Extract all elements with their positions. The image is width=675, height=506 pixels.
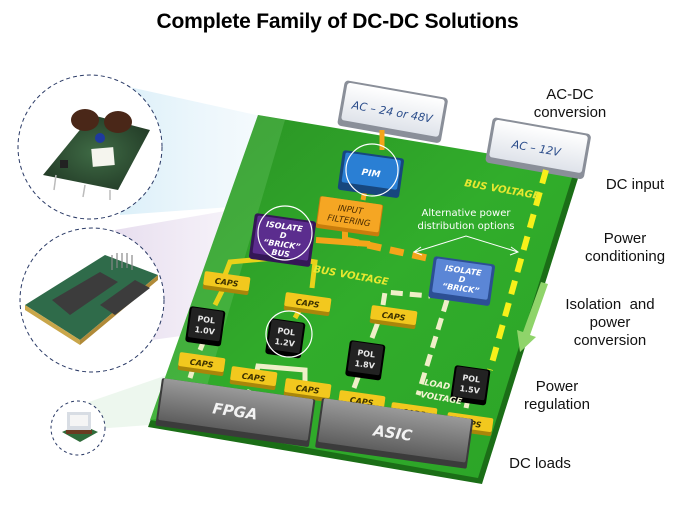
label-power-conditioning-1: Power bbox=[603, 230, 647, 247]
beam-brick bbox=[120, 85, 270, 215]
label-isolation-1: Isolation and bbox=[565, 296, 655, 313]
fpga-chip[interactable]: FPGA bbox=[155, 378, 316, 447]
pol-label-1: POL bbox=[357, 348, 376, 359]
label-power-conditioning-2: conditioning bbox=[584, 248, 666, 265]
brick-bus-label-4: BUS bbox=[271, 248, 291, 260]
caps-label: CAPS bbox=[381, 311, 406, 323]
ac-source-24-48v[interactable]: AC – 24 or 48V bbox=[337, 80, 448, 144]
caps-label: CAPS bbox=[214, 277, 239, 289]
label-power-conditioning: Power conditioning bbox=[575, 230, 675, 266]
label-isolation-2: power bbox=[589, 314, 631, 331]
caps-block[interactable]: CAPS bbox=[369, 305, 418, 329]
pol-label-2: 1.2V bbox=[274, 337, 296, 349]
page-title: Complete Family of DC-DC Solutions bbox=[156, 10, 519, 33]
product-quarter-brick[interactable] bbox=[19, 227, 165, 373]
isolated-brick-bus-block[interactable]: ISOLATE D “BRICK” BUS bbox=[248, 213, 317, 267]
asic-label: ASIC bbox=[371, 421, 413, 444]
pol-label-2: 1.8V bbox=[354, 359, 376, 371]
brick-label-2: D bbox=[458, 275, 466, 285]
caps-block[interactable]: CAPS bbox=[283, 378, 332, 402]
pim-block[interactable]: PIM bbox=[337, 150, 405, 198]
product-pol[interactable] bbox=[50, 400, 106, 456]
label-power-regulation: Power regulation bbox=[512, 378, 602, 414]
caps-block[interactable]: CAPS bbox=[202, 271, 251, 295]
label-dc-loads: DC loads bbox=[509, 455, 571, 472]
highlight-ring-pol-1-2v bbox=[265, 310, 313, 358]
pim-label: PIM bbox=[361, 168, 381, 181]
caps-block[interactable]: CAPS bbox=[229, 366, 278, 390]
input-filtering-label-1: INPUT bbox=[337, 204, 364, 218]
pol-label-1: POL bbox=[277, 326, 296, 337]
isolated-brick-block[interactable]: ISOLATE D “BRICK” bbox=[428, 256, 496, 306]
pol-label-2: 1.5V bbox=[459, 384, 481, 396]
caps-label: CAPS bbox=[295, 384, 320, 396]
highlight-ring-pim bbox=[345, 143, 399, 197]
label-power-regulation-1: Power bbox=[535, 378, 579, 395]
label-isolation-3: conversion bbox=[573, 332, 647, 349]
input-filtering-block[interactable]: INPUT FILTERING bbox=[315, 196, 384, 237]
ac-source-12v[interactable]: AC – 12V bbox=[485, 117, 591, 180]
pol-label-1: POL bbox=[197, 314, 216, 325]
asic-chip[interactable]: ASIC bbox=[315, 398, 474, 469]
caps-label: CAPS bbox=[189, 358, 214, 370]
alt-distribution-annotation-2: distribution options bbox=[418, 221, 515, 232]
label-dc-input: DC input bbox=[605, 176, 665, 193]
highlight-ring-brick-bus bbox=[257, 205, 313, 261]
pol-label-2: 1.0V bbox=[194, 325, 216, 337]
brick-bus-label-2: D bbox=[279, 231, 287, 241]
caps-label: CAPS bbox=[241, 372, 266, 384]
label-isolation: Isolation and power conversion bbox=[545, 296, 675, 350]
label-power-regulation-2: regulation bbox=[524, 396, 590, 413]
pol-label-1: POL bbox=[462, 373, 481, 384]
caps-block[interactable]: CAPS bbox=[283, 292, 332, 316]
caps-block[interactable]: CAPS bbox=[177, 352, 226, 376]
down-arrow-icon bbox=[517, 282, 548, 352]
load-voltage-label-1: LOAD bbox=[423, 378, 450, 392]
product-brick[interactable] bbox=[17, 74, 163, 220]
label-ac-dc-conversion: AC-DC conversion bbox=[533, 86, 607, 121]
double-arrow-icon bbox=[412, 235, 520, 256]
caps-label: CAPS bbox=[295, 298, 320, 310]
alt-distribution-annotation-1: Alternative power bbox=[422, 208, 512, 219]
